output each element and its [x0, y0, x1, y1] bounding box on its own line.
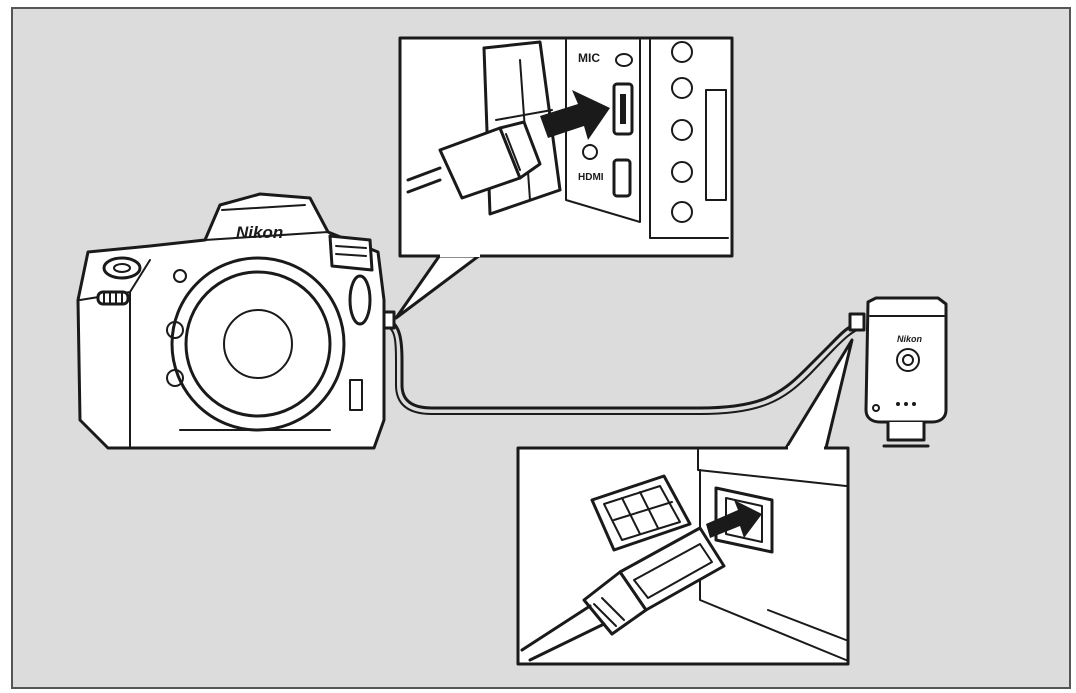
command-dial	[96, 290, 130, 306]
connector-cover	[349, 379, 363, 411]
flash-bump	[328, 234, 374, 272]
mic-label: MIC	[578, 51, 600, 65]
usb-cable	[382, 318, 864, 410]
camera-port-callout: MIC HDMI	[398, 36, 734, 258]
rear-button-4	[671, 161, 693, 183]
prism-ridge	[221, 204, 306, 211]
camera-body: Nikon	[76, 192, 386, 450]
led-1	[896, 402, 900, 406]
hdmi-label: HDMI	[578, 172, 604, 183]
lens-release-button	[348, 274, 372, 326]
led-3	[912, 402, 916, 406]
status-lamp	[872, 404, 880, 412]
transmitter-usb-strain-relief	[582, 570, 648, 636]
transmitter-insert-arrow	[706, 500, 762, 538]
transmitter-port-callout	[516, 446, 850, 666]
usb-plug-tip	[498, 120, 542, 180]
mode-dial	[102, 256, 142, 280]
rear-monitor-edge	[705, 89, 727, 201]
side-button-1	[166, 321, 184, 339]
mode-dial-center	[113, 263, 131, 273]
usb-cable-edge	[383, 325, 863, 415]
rear-button-3	[671, 119, 693, 141]
lens-mount-outer	[170, 256, 346, 432]
wireless-transmitter: Nikon	[864, 296, 948, 448]
rear-button-5	[671, 201, 693, 223]
transmitter-brand-label: Nikon	[897, 334, 923, 344]
front-button	[173, 269, 187, 283]
camera-brand-label: Nikon	[236, 223, 283, 242]
accessory-jack	[582, 144, 598, 160]
housing-front-edge	[699, 469, 847, 661]
transmitter-button	[902, 354, 914, 366]
led-2	[904, 402, 908, 406]
transmitter-button-ring	[896, 348, 920, 372]
lens-mount-ring	[184, 270, 332, 418]
usb-port-slot	[620, 94, 626, 124]
camera-rear-edge	[649, 39, 729, 239]
housing-top-edge	[697, 449, 847, 487]
hdmi-port	[612, 158, 632, 198]
side-button-2	[166, 369, 184, 387]
prism-base	[204, 231, 329, 241]
mic-jack	[615, 53, 633, 67]
hot-shoe-mount	[886, 420, 926, 442]
transmitter-usb-plug	[848, 312, 866, 332]
lens-mount-inner	[223, 309, 293, 379]
cable-end	[406, 166, 442, 182]
transmitter-body	[864, 296, 948, 424]
insert-arrow	[540, 90, 610, 140]
rear-button-2	[671, 77, 693, 99]
rear-button-1	[671, 41, 693, 63]
transmitter-cable	[520, 604, 592, 652]
